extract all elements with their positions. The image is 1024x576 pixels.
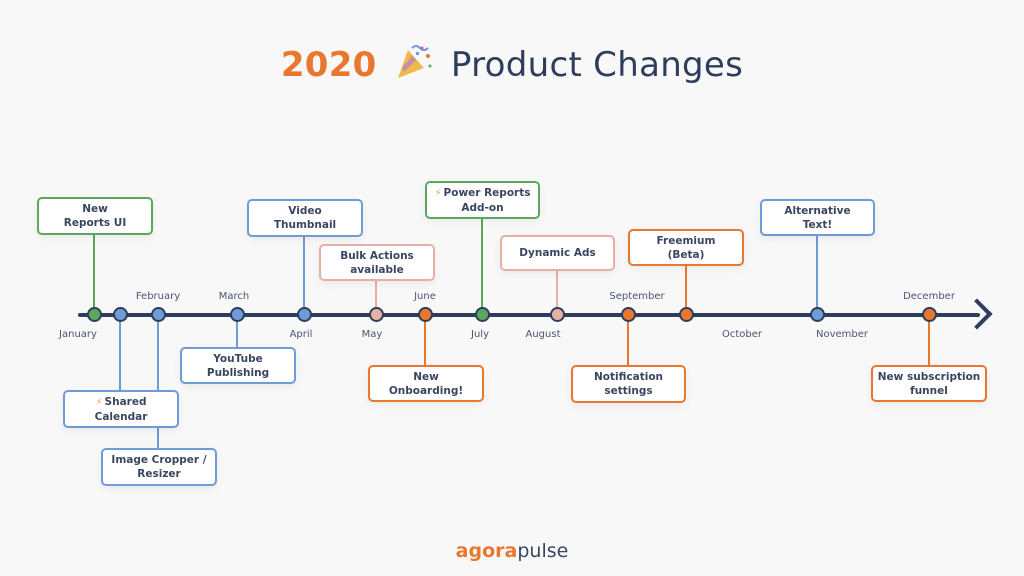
title-year: 2020	[280, 45, 377, 85]
stem-bulk-actions	[375, 280, 377, 313]
event-text: Image Cropper /	[111, 454, 207, 466]
month-label-august: August	[525, 329, 561, 340]
stem-dynamic-ads	[556, 270, 558, 313]
month-label-september: September	[609, 291, 665, 302]
event-text: New	[413, 370, 439, 383]
event-text: Reports UI	[63, 217, 127, 229]
event-notification-settings: Notification settings	[571, 365, 686, 403]
month-label-may: May	[361, 329, 383, 340]
timeline-dot-notification-settings	[621, 307, 636, 322]
stem-new-subscription-funnel	[928, 317, 930, 366]
lightning-bolt-icon: ⚡	[434, 187, 442, 199]
event-text: Onboarding!	[388, 384, 464, 397]
timeline-arrow-icon	[961, 298, 993, 330]
agorapulse-logo: agorapulse	[0, 540, 1024, 562]
month-label-march: March	[218, 291, 250, 302]
event-text: Alternative	[784, 204, 851, 217]
logo-part-agora: agora	[455, 540, 518, 562]
lightning-bolt-icon: ⚡	[95, 396, 103, 408]
event-text: Notification	[593, 371, 664, 383]
stem-freemium	[685, 265, 687, 313]
timeline-dot-dynamic-ads	[550, 307, 565, 322]
timeline-dot-youtube-publishing	[230, 307, 245, 322]
event-text: Shared	[104, 395, 147, 408]
event-text: YouTube	[213, 352, 263, 365]
logo-part-pulse: pulse	[517, 540, 569, 562]
event-text: settings	[604, 385, 653, 397]
event-text: Thumbnail	[273, 219, 337, 231]
stem-new-onboarding	[424, 317, 426, 366]
event-text: Resizer	[137, 468, 181, 480]
event-text: Video	[288, 205, 322, 217]
month-label-july: July	[471, 329, 489, 340]
timeline-dot-freemium	[679, 307, 694, 322]
timeline-dot-image-cropper	[151, 307, 166, 322]
month-label-november: November	[815, 329, 869, 340]
stem-notification-settings	[627, 317, 629, 366]
event-text: Dynamic Ads	[519, 247, 596, 259]
event-freemium-beta: Freemium(Beta)	[628, 229, 744, 266]
event-image-cropper-resizer: Image Cropper / Resizer	[101, 448, 217, 486]
month-label-june: June	[414, 291, 436, 302]
event-text: New	[82, 203, 108, 215]
timeline-dot-new-subscription-funnel	[922, 307, 937, 322]
event-text: Text!	[802, 218, 833, 231]
event-text: New subscription	[877, 370, 981, 383]
stem-image-cropper	[157, 317, 159, 449]
timeline-dot-video-thumbnail	[297, 307, 312, 322]
timeline-dot-new-onboarding	[418, 307, 433, 322]
stem-power-reports	[481, 219, 483, 313]
stem-shared-calendar	[119, 317, 121, 392]
event-text: Freemium	[656, 234, 716, 247]
event-dynamic-ads: Dynamic Ads	[500, 235, 615, 271]
timeline-dot-power-reports	[475, 307, 490, 322]
timeline-dot-alternative-text	[810, 307, 825, 322]
timeline-dot-shared-calendar	[113, 307, 128, 322]
stem-alternative-text	[816, 235, 818, 313]
event-text: Bulk Actions	[340, 249, 414, 262]
timeline-dot-new-reports-ui	[87, 307, 102, 322]
event-text: Add-on	[461, 201, 504, 214]
title-text: Product Changes	[450, 45, 744, 85]
month-label-january: January	[59, 329, 97, 340]
event-text: Publishing	[206, 366, 270, 379]
event-text: funnel	[910, 384, 948, 397]
stem-new-reports-ui	[93, 233, 95, 313]
party-popper-icon	[394, 44, 434, 80]
event-text: (Beta)	[667, 248, 705, 261]
month-label-february: February	[135, 291, 181, 302]
month-label-december: December	[903, 291, 955, 302]
timeline-axis	[78, 313, 980, 317]
month-label-october: October	[721, 329, 763, 340]
event-text: available	[350, 263, 404, 276]
timeline-dot-bulk-actions	[369, 307, 384, 322]
event-text: Calendar	[94, 410, 148, 423]
stem-youtube-publishing	[236, 317, 238, 347]
stem-video-thumbnail	[303, 235, 305, 313]
month-label-april: April	[289, 329, 313, 340]
event-text: Power Reports	[443, 186, 531, 199]
page-title: 2020 Product Changes	[0, 44, 1024, 85]
